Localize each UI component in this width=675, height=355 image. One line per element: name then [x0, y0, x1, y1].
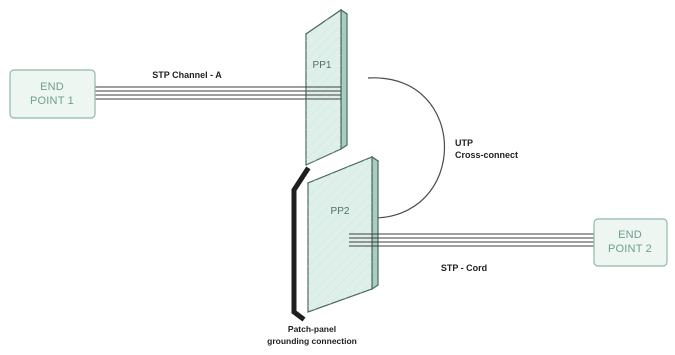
utp-cross-connect-cord: [367, 77, 445, 219]
patch-panel-pp2: PP2: [306, 155, 380, 313]
end-point-1: END POINT 1: [9, 69, 96, 119]
stp-channel-label: STP Channel - A: [152, 70, 222, 80]
grounding-label-line2: grounding connection: [267, 336, 357, 346]
pp2-side-edge: [371, 155, 379, 291]
end-point-2: END POINT 2: [593, 218, 668, 267]
end-point-1-box: [9, 69, 96, 119]
end-point-1-line2: POINT 1: [30, 95, 74, 107]
stp-channel-a-cable: [95, 86, 341, 100]
stp-cord-cable: [349, 233, 596, 247]
pp1-label: PP1: [313, 60, 332, 71]
utp-label: UTP: [455, 138, 473, 148]
grounding-connector: [291, 166, 311, 322]
end-point-1-line1: END: [40, 81, 64, 93]
cross-connect-label: Cross-connect: [455, 150, 518, 160]
stp-cord-label: STP - Cord: [441, 263, 487, 273]
pp1-side-edge: [340, 8, 348, 151]
end-point-2-line1: END: [618, 229, 642, 241]
end-point-2-line2: POINT 2: [608, 243, 652, 255]
end-point-2-box: [593, 218, 668, 267]
pp2-label: PP2: [331, 206, 350, 217]
grounding-label-line1: Patch-panel: [288, 324, 336, 334]
pp2-face-texture: [308, 157, 372, 312]
